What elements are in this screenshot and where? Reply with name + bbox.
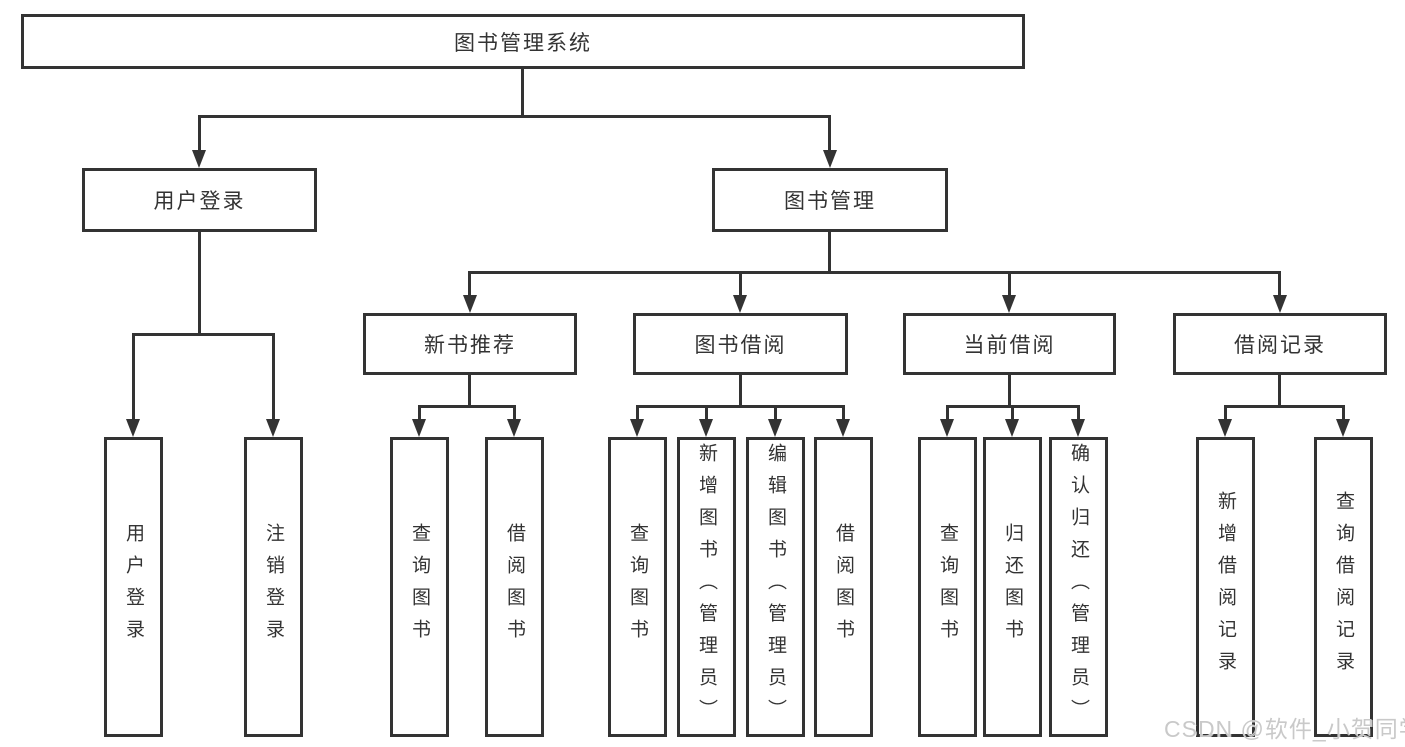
connector-line [705, 405, 708, 420]
connector-line [418, 405, 516, 408]
leaf-query-books-recommend: 查询图书 [390, 437, 449, 737]
connector-line [468, 271, 471, 296]
connector-arrowhead [126, 419, 140, 437]
connector-line [1278, 375, 1281, 408]
leaf-label: 确认归还（管理员） [1068, 443, 1089, 731]
connector-line [1224, 405, 1227, 420]
leaf-label: 编辑图书（管理员） [765, 443, 786, 731]
connector-arrowhead [1005, 419, 1019, 437]
leaf-borrow-books-recommend: 借阅图书 [485, 437, 544, 737]
connector-line [468, 271, 1281, 274]
leaf-label: 注销登录 [263, 523, 284, 651]
connector-line [842, 405, 845, 420]
leaf-label: 借阅图书 [504, 523, 525, 651]
connector-line [468, 375, 471, 408]
connector-arrowhead [412, 419, 426, 437]
connector-line [828, 232, 831, 273]
connector-line [521, 68, 524, 117]
leaf-logout: 注销登录 [244, 437, 303, 737]
node-root: 图书管理系统 [21, 14, 1025, 69]
leaf-label: 归还图书 [1002, 523, 1023, 651]
leaf-query-borrow-record: 查询借阅记录 [1314, 437, 1373, 737]
connector-arrowhead [836, 419, 850, 437]
connector-arrowhead [1218, 419, 1232, 437]
leaf-borrow-books-borrowing: 借阅图书 [814, 437, 873, 737]
node-user-login: 用户登录 [82, 168, 317, 232]
connector-arrowhead [699, 419, 713, 437]
node-book-management: 图书管理 [712, 168, 948, 232]
leaf-query-books-current: 查询图书 [918, 437, 977, 737]
leaf-label: 查询图书 [937, 523, 958, 651]
connector-line [946, 405, 949, 420]
connector-line [1008, 375, 1011, 408]
node-new-book-recommend: 新书推荐 [363, 313, 577, 375]
connector-arrowhead [768, 419, 782, 437]
connector-line [132, 333, 135, 419]
connector-arrowhead [823, 150, 837, 168]
node-current-borrowing: 当前借阅 [903, 313, 1116, 375]
connector-line [198, 115, 201, 151]
connector-line [739, 271, 742, 296]
connector-line [272, 333, 275, 419]
leaf-edit-book-admin: 编辑图书（管理员） [746, 437, 805, 737]
leaf-query-books-borrowing: 查询图书 [608, 437, 667, 737]
connector-arrowhead [192, 150, 206, 168]
connector-line [636, 405, 845, 408]
leaf-label: 用户登录 [123, 523, 144, 651]
leaf-label: 查询图书 [627, 523, 648, 651]
connector-line [132, 333, 275, 336]
watermark: CSDN @软件_小贺同学 [1164, 716, 1405, 742]
connector-arrowhead [1273, 295, 1287, 313]
connector-line [418, 405, 421, 420]
leaf-label: 查询图书 [409, 523, 430, 651]
connector-line [739, 375, 742, 408]
connector-line [198, 115, 831, 118]
connector-arrowhead [940, 419, 954, 437]
leaf-label: 新增图书（管理员） [696, 443, 717, 731]
connector-line [198, 232, 201, 336]
connector-arrowhead [463, 295, 477, 313]
connector-arrowhead [733, 295, 747, 313]
connector-arrowhead [507, 419, 521, 437]
leaf-add-book-admin: 新增图书（管理员） [677, 437, 736, 737]
connector-arrowhead [630, 419, 644, 437]
node-borrowing-records: 借阅记录 [1173, 313, 1387, 375]
leaf-confirm-return-admin: 确认归还（管理员） [1049, 437, 1108, 737]
connector-line [636, 405, 639, 420]
connector-line [828, 115, 831, 151]
leaf-label: 新增借阅记录 [1215, 491, 1236, 683]
connector-arrowhead [1071, 419, 1085, 437]
leaf-add-borrow-record: 新增借阅记录 [1196, 437, 1255, 737]
connector-line [513, 405, 516, 420]
connector-line [1077, 405, 1080, 420]
leaf-return-book: 归还图书 [983, 437, 1042, 737]
leaf-user-login: 用户登录 [104, 437, 163, 737]
connector-line [1008, 271, 1011, 296]
connector-line [1011, 405, 1014, 420]
connector-arrowhead [266, 419, 280, 437]
connector-arrowhead [1336, 419, 1350, 437]
leaf-label: 查询借阅记录 [1333, 491, 1354, 683]
connector-line [1278, 271, 1281, 296]
connector-line [774, 405, 777, 420]
node-book-borrowing: 图书借阅 [633, 313, 848, 375]
leaf-label: 借阅图书 [833, 523, 854, 651]
connector-arrowhead [1002, 295, 1016, 313]
connector-line [1224, 405, 1344, 408]
connector-line [1342, 405, 1345, 420]
